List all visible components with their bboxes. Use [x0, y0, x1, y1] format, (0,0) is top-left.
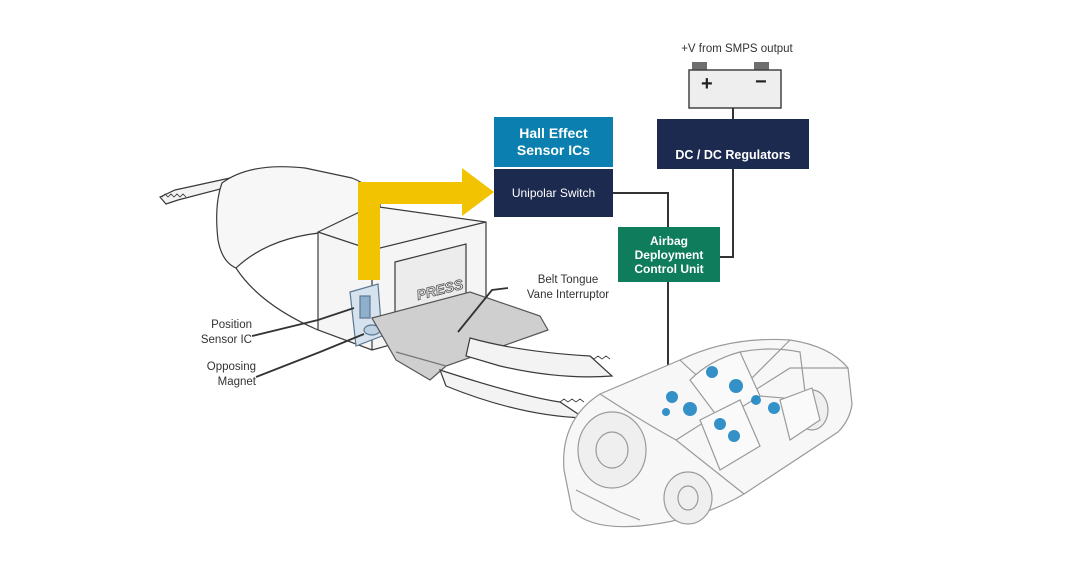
seatbelt-buckle-illustration — [159, 166, 614, 419]
dc-dc-regulators-block: DC / DC Regulators — [657, 119, 809, 169]
smps-label: +V from SMPS output — [681, 43, 793, 55]
airbag-locations — [662, 366, 780, 442]
opposing-magnet-label: Opposing Magnet — [206, 361, 256, 388]
unipolar-switch-block: Unipolar Switch — [494, 169, 613, 217]
hall-effect-sensor-block: Hall Effect Sensor ICs — [494, 117, 613, 167]
airbag-control-unit-block: Airbag Deployment Control Unit — [618, 227, 720, 282]
connection-wires — [251, 108, 734, 410]
position-sensor-label: Position Sensor IC — [200, 319, 252, 346]
battery-icon: + − — [688, 62, 782, 109]
battery-plus-sign: + — [701, 73, 713, 95]
battery-minus-sign: − — [755, 71, 767, 93]
signal-arrow — [358, 168, 494, 280]
belt-tongue-label: Belt Tongue Vane Interruptor — [526, 274, 610, 301]
car-illustration — [563, 338, 853, 528]
